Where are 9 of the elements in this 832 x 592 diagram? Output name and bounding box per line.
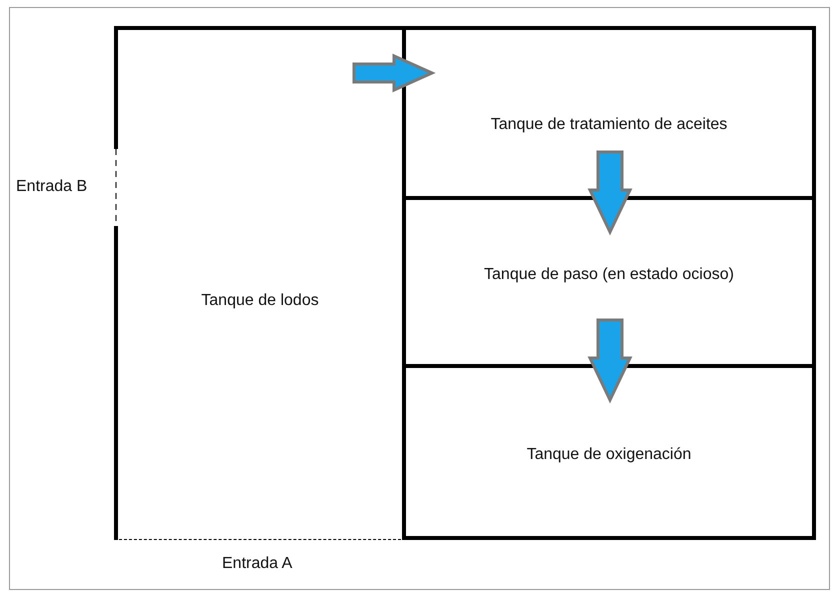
entrance-label: Entrada A: [222, 555, 292, 573]
flow-arrow: [352, 54, 436, 92]
tank-label: Tanque de paso (en estado ocioso): [483, 266, 735, 284]
tank-label: Tanque de oxigenación: [526, 446, 692, 464]
tank-label: Tanque de lodos: [200, 292, 320, 310]
flow-arrow: [588, 150, 632, 236]
entrance-label: Entrada B: [16, 178, 88, 196]
tank-label: Tanque de tratamiento de aceites: [490, 116, 728, 134]
flow-arrow: [588, 318, 632, 404]
